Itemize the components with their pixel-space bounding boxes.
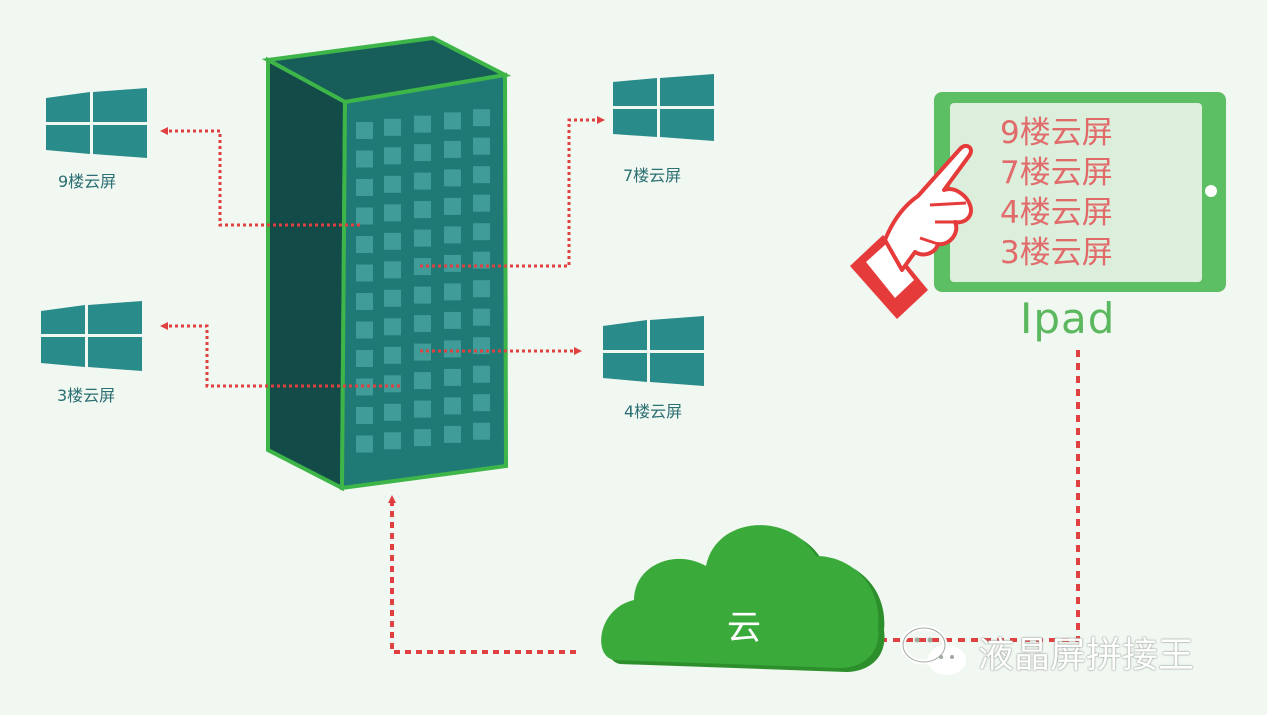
cloud [601,525,885,672]
building-windows [356,109,490,453]
building-window [414,115,431,133]
building-window [473,166,490,184]
building-window [444,283,461,301]
ipad-item-9f[interactable]: 9楼云屏 [1000,115,1113,151]
ipad-label: Ipad [1020,294,1116,343]
building-window [414,429,431,447]
floor-label-9f: 9楼云屏 [58,172,117,191]
connector-7f [420,116,605,268]
building-window [384,346,401,364]
building-window [356,122,373,139]
building-window [473,394,490,412]
floor-label-4f: 4楼云屏 [624,402,683,421]
ipad-item-3f[interactable]: 3楼云屏 [1000,235,1113,271]
building-window [384,318,401,336]
building-window [473,194,490,212]
building-window [444,169,461,187]
building-window [384,232,401,250]
windows-logo-icon [46,88,147,158]
building [261,35,512,492]
building-window [444,397,461,415]
building-window [414,172,431,190]
building-window [384,432,401,450]
building-window [444,226,461,244]
watermark-text: 液晶屏拼接王 [978,635,1195,676]
building-window [473,280,490,298]
building-window [356,207,373,225]
building-window [444,112,461,130]
building-window [473,365,490,383]
building-window [356,378,373,396]
connector-3f [160,322,400,388]
building-window [356,321,373,339]
building-window [444,425,461,443]
building-window [473,137,490,155]
building-window [414,286,431,304]
ipad-item-4f[interactable]: 4楼云屏 [1000,195,1113,231]
connector-cloud-building [388,495,576,654]
building-window [473,422,490,440]
building-window [384,375,401,393]
building-window [444,340,461,358]
building-window [473,308,490,326]
building-window [444,140,461,158]
building-window [444,311,461,329]
floor-label-3f: 3楼云屏 [57,386,116,405]
building-window [414,144,431,162]
building-window [473,251,490,269]
ipad [934,92,1226,292]
building-window [384,118,401,136]
wechat-icon [900,625,966,675]
building-window [414,229,431,247]
pointing-hand-icon [850,144,973,319]
building-window [414,201,431,219]
building-window [473,223,490,241]
floor-label-7f: 7楼云屏 [623,166,682,185]
connector-9f [160,127,360,227]
building-window [444,368,461,386]
ipad-item-7f[interactable]: 7楼云屏 [1000,155,1113,191]
building-window [356,407,373,424]
building-window [384,289,401,307]
building-window [384,403,401,421]
windows-logo-icon [41,301,142,371]
building-window [414,372,431,390]
building-window [473,109,490,127]
building-window [444,197,461,215]
building-window [384,147,401,165]
windows-logo-icon [613,74,714,141]
building-window [356,435,373,453]
building-window [356,236,373,253]
building-window [444,254,461,272]
building-window [356,350,373,367]
building-window [384,261,401,279]
windows-logo-icon [603,316,704,386]
cloud-label: 云 [727,608,761,648]
building-window [384,175,401,193]
connector-ipad-cloud [880,350,1080,642]
building-window [356,179,373,196]
building-window [414,315,431,333]
building-window [384,204,401,222]
building-window [473,337,490,355]
ipad-home-button [1205,185,1217,197]
building-window [414,400,431,418]
building-window [356,264,373,282]
building-window [356,293,373,310]
building-window [356,150,373,168]
